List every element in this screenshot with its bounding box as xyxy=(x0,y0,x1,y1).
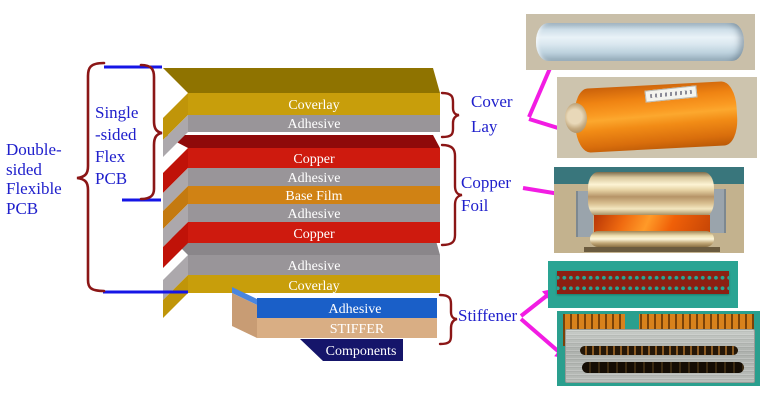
label-line: sided xyxy=(6,159,42,179)
layer-label-adhesive-blue: Adhesive xyxy=(329,302,382,317)
layer-label-coverlay-1: Coverlay xyxy=(288,98,339,113)
label-line: Copper xyxy=(461,173,512,192)
label-cover-lay: Cover Lay xyxy=(471,89,513,139)
table-slot-shadow xyxy=(584,247,720,252)
label-line: PCB xyxy=(95,169,128,188)
label-line: -sided xyxy=(95,125,137,144)
layer-label-basefilm: Base Film xyxy=(285,189,342,204)
brace-single-sided xyxy=(139,63,163,201)
aluminum-stiffener-plate xyxy=(565,329,755,383)
layer-adhesive-2a xyxy=(188,168,440,186)
brace-copper-foil xyxy=(440,143,463,247)
layer-label-copper-2: Copper xyxy=(293,227,335,242)
label-line: Lay xyxy=(471,117,498,136)
layer-adhesive-3 xyxy=(188,255,440,275)
label-double-sided-flexible-pcb: Double- sided Flexible PCB xyxy=(6,140,62,218)
label-stiffener: Stiffener xyxy=(458,305,517,327)
slab1-top-face xyxy=(163,68,440,93)
stiffener-pcb-strip-photo xyxy=(548,261,738,308)
layer-basefilm xyxy=(188,186,440,204)
slab2-adhesive-side xyxy=(163,168,188,211)
layer-label-copper-1: Copper xyxy=(293,152,335,167)
coverlay-film-roll-photo xyxy=(526,14,755,70)
layer-copper-2 xyxy=(188,222,440,243)
brace-double-sided xyxy=(76,61,106,293)
label-line: Foil xyxy=(461,196,489,215)
layer-label-components: Components xyxy=(326,344,397,359)
label-line: Double- xyxy=(6,140,62,159)
layer-adhesive-blue xyxy=(257,298,437,318)
plate-slot-upper xyxy=(580,346,738,355)
label-line: PCB xyxy=(6,198,39,218)
sticker-text-lines xyxy=(649,89,693,99)
layer-adhesive-2b xyxy=(188,204,440,222)
label-line: Single xyxy=(95,103,139,122)
slab2-copper2-side xyxy=(163,222,188,268)
layer-label-coverlay-2: Coverlay xyxy=(288,279,339,294)
slab2-basefilm-side xyxy=(163,186,188,229)
label-copper-foil: Copper Foil xyxy=(461,171,511,217)
copper-foil-roll xyxy=(588,172,714,217)
slab2-adhesive2-side xyxy=(163,204,188,247)
layer-components xyxy=(300,339,403,361)
layer-coverlay-2 xyxy=(188,275,440,293)
label-line: Flex xyxy=(95,147,126,166)
copper-foil-roll-photo xyxy=(554,167,744,253)
slab2-top-face xyxy=(163,135,440,148)
plate-slot-lower xyxy=(582,362,744,373)
layer-stiffer xyxy=(257,318,437,338)
brace-stiffener xyxy=(438,293,458,346)
layer-label-adhesive-2b: Adhesive xyxy=(288,207,341,222)
slab1-coverlay-side xyxy=(163,93,188,140)
layer-label-adhesive-1: Adhesive xyxy=(288,117,341,132)
brace-cover-lay xyxy=(440,91,460,139)
label-single-sided-flex-pcb: Single -sided Flex PCB xyxy=(95,102,138,190)
layer-coverlay-1 xyxy=(188,93,440,115)
copper-foil-roll-lower xyxy=(590,231,714,247)
layer-label-adhesive-2a: Adhesive xyxy=(288,171,341,186)
slab2-copper-side xyxy=(163,148,188,193)
layer-label-adhesive-3: Adhesive xyxy=(288,259,341,274)
coverlay-orange-roll-photo xyxy=(557,77,757,158)
slab4-blue-top-sliver xyxy=(232,287,257,305)
label-line: Flexible xyxy=(6,179,62,198)
red-pcb-strip-with-holes xyxy=(557,271,729,294)
label-line: Stiffener xyxy=(458,306,518,325)
slab3-coverlay-side xyxy=(163,275,188,318)
white-film-roll xyxy=(536,23,744,61)
slab1-adhesive-side xyxy=(163,115,188,157)
layer-adhesive-1 xyxy=(188,115,440,132)
slab4-tan-side xyxy=(232,293,257,338)
slab3-adhesive-side xyxy=(163,255,188,300)
layer-label-stiffer: STIFFER xyxy=(330,322,385,337)
label-line: Cover xyxy=(471,92,513,111)
layer-copper-1 xyxy=(188,148,440,168)
stiffener-plate-photo xyxy=(557,311,760,386)
